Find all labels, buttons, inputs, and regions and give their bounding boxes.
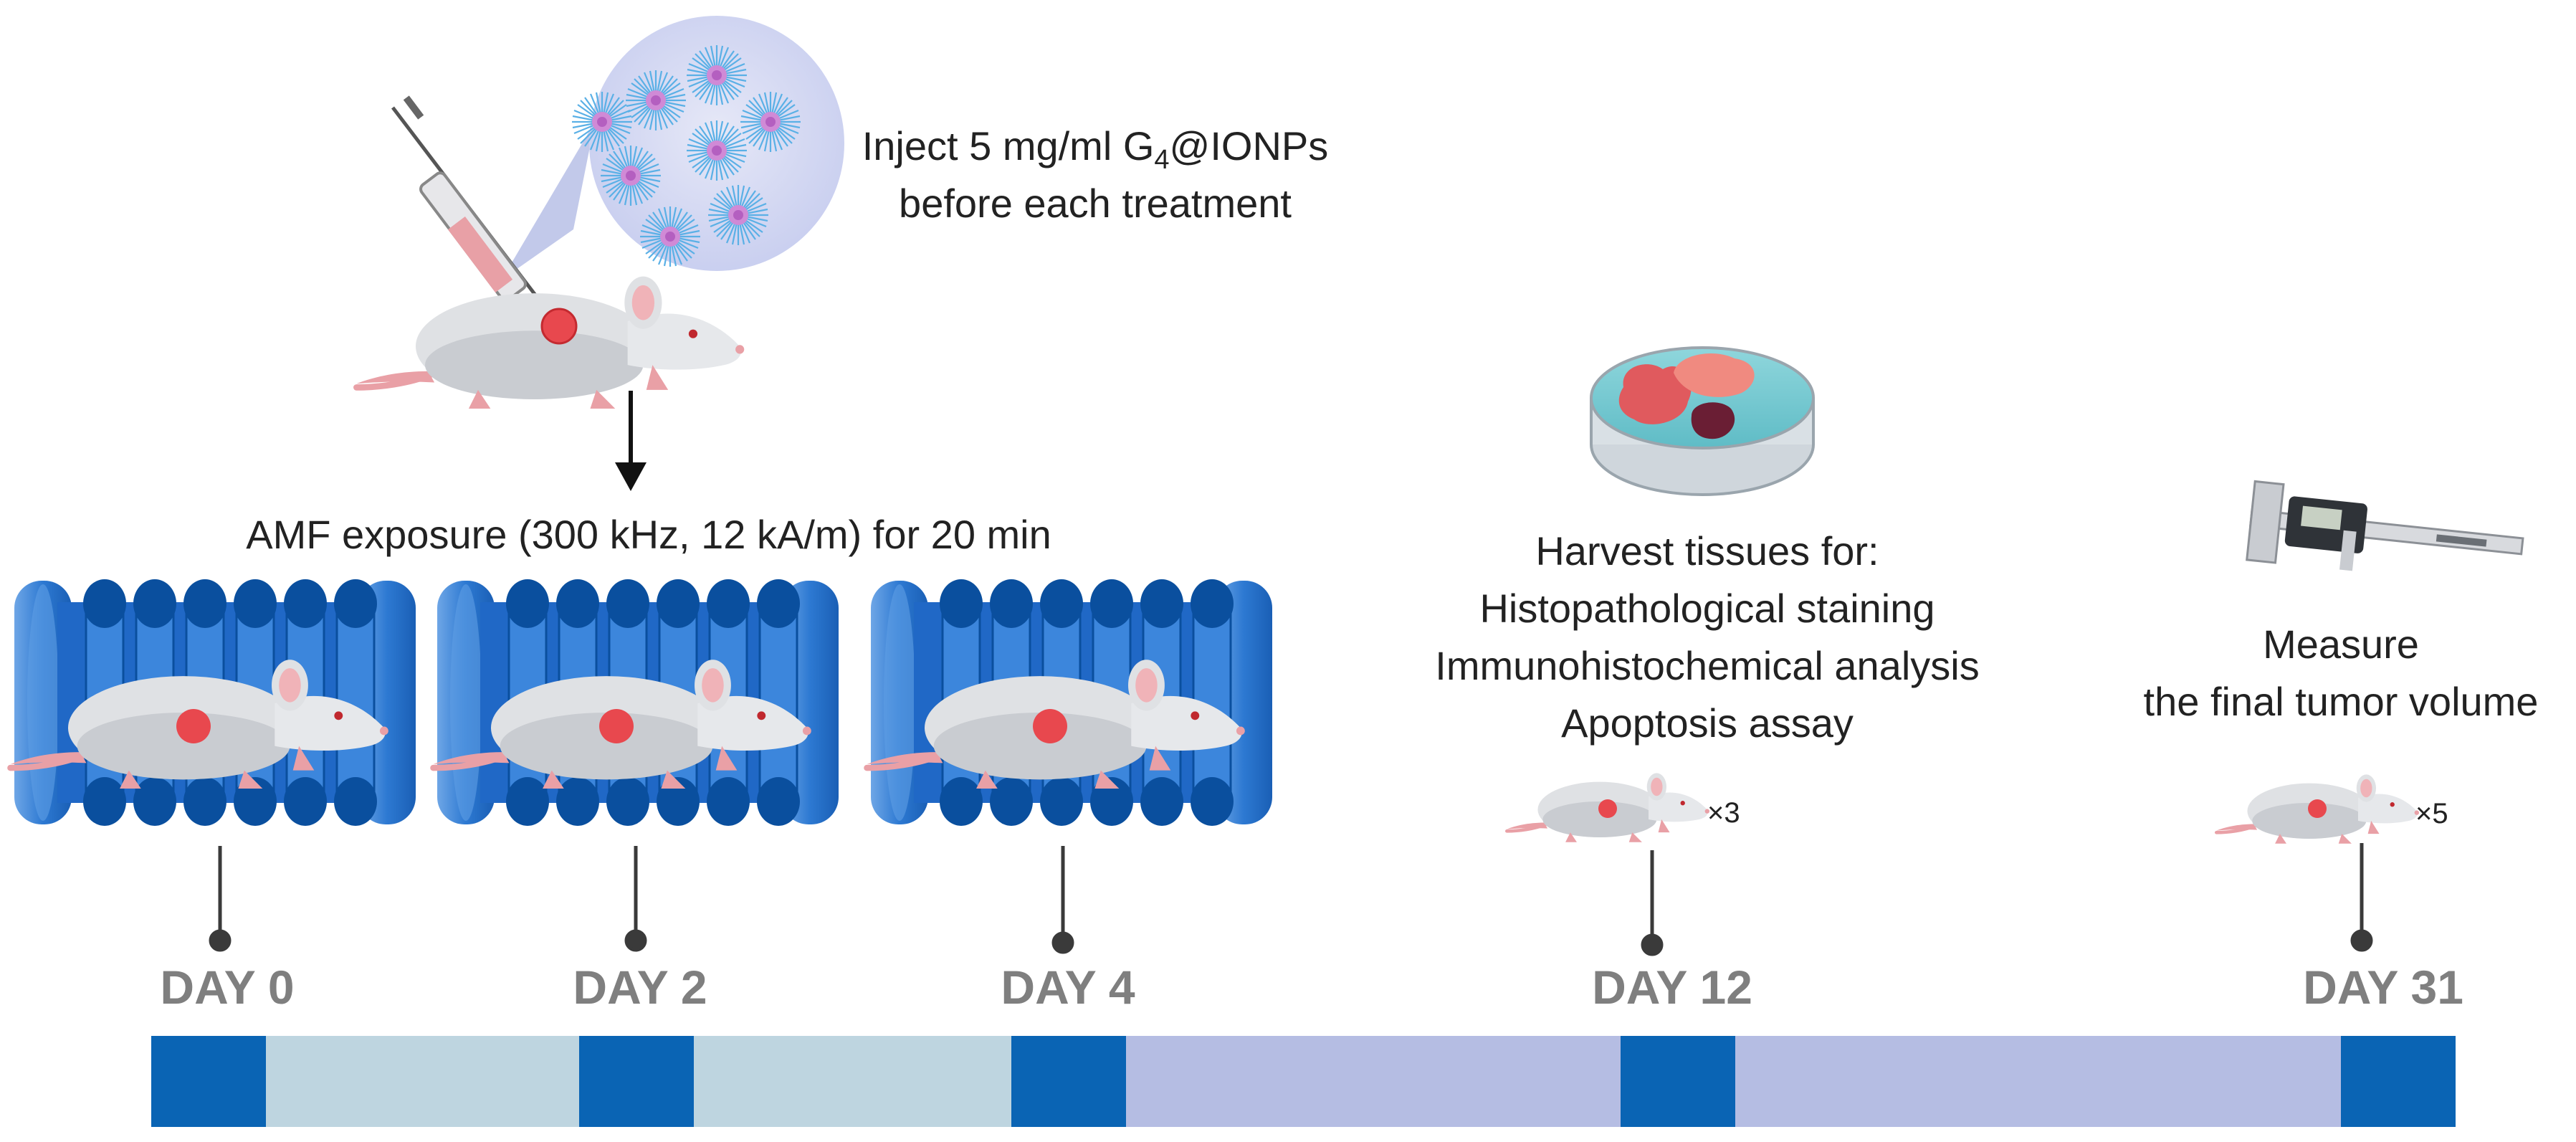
timeline-segment-day31 [2341,1036,2456,1127]
tumor-icon [176,709,211,743]
nanoparticle-icon [571,90,634,153]
nanoparticle-icon [739,90,802,153]
nanoparticle-icon [624,69,687,132]
amf-coil-group [10,578,1272,827]
nanoparticle-icon [599,144,662,207]
harvest-item: Apoptosis assay [1561,700,1854,746]
timeline-pin-dot [2350,929,2373,952]
harvest-item: Histopathological staining [1479,586,1935,631]
timeline-segment-interval [694,1036,1011,1127]
nanoparticle-icon [685,44,748,107]
harvest-section: Harvest tissues for: Histopathological s… [1435,346,1980,842]
nanoparticle-icon [707,184,770,247]
nanoparticle-icon [639,205,702,268]
timeline-segment-day2 [579,1036,694,1127]
harvest-mouse-count: ×3 [1707,797,1740,829]
day-label: DAY 31 [2303,961,2463,1014]
day-label: DAY 0 [160,961,294,1014]
timeline-pin-dot [624,929,647,952]
measure-line2: the final tumor volume [2144,679,2539,724]
nanoparticle-icon [685,119,748,182]
day-label: DAY 2 [573,961,707,1014]
tumor-icon [599,709,634,743]
injection-text-line1: Inject 5 mg/ml G4@IONPs [862,123,1329,175]
harvest-title: Harvest tissues for: [1535,528,1879,574]
tumor-icon [2308,799,2327,818]
amf-coil-day4 [867,578,1272,827]
harvest-item: Immunohistochemical analysis [1435,643,1979,688]
magnification-cone [502,122,595,280]
measure-mouse-count: ×5 [2415,798,2448,829]
timeline-segment-day0 [151,1036,266,1127]
petri-dish-icon [1590,346,1815,496]
amf-coil-day2 [433,578,839,827]
timeline-segment-day4 [1011,1036,1126,1127]
timeline-pin-dot [1641,933,1664,956]
caliper-icon [2246,480,2524,571]
tumor-icon [540,308,578,345]
mouse-icon [356,277,744,409]
tumor-icon [1598,799,1617,818]
timeline-segment-day12 [1621,1036,1735,1127]
tumor-icon [1033,709,1067,743]
amf-coil-day0 [10,578,416,827]
day-label: DAY 4 [1001,961,1135,1014]
timeline-segment-interval [1735,1036,2341,1127]
timeline-segment-interval [1126,1036,1621,1127]
timeline: DAY 0 DAY 2 DAY 4 DAY 12 DAY 31 [151,843,2463,1127]
amf-label: AMF exposure (300 kHz, 12 kA/m) for 20 m… [246,512,1051,557]
timeline-pin-dot [1051,931,1074,954]
injection-scene: Inject 5 mg/ml G4@IONPs before each trea… [356,16,1328,409]
timeline-segment-interval [266,1036,579,1127]
syringe-icon [391,95,560,328]
injection-text-line2: before each treatment [899,181,1292,226]
measure-line1: Measure [2263,622,2419,667]
measure-section: Measure the final tumor volume ×5 [2144,480,2539,843]
timeline-pin-dot [209,929,232,952]
down-arrow-icon [615,391,647,491]
day-label: DAY 12 [1592,961,1752,1014]
